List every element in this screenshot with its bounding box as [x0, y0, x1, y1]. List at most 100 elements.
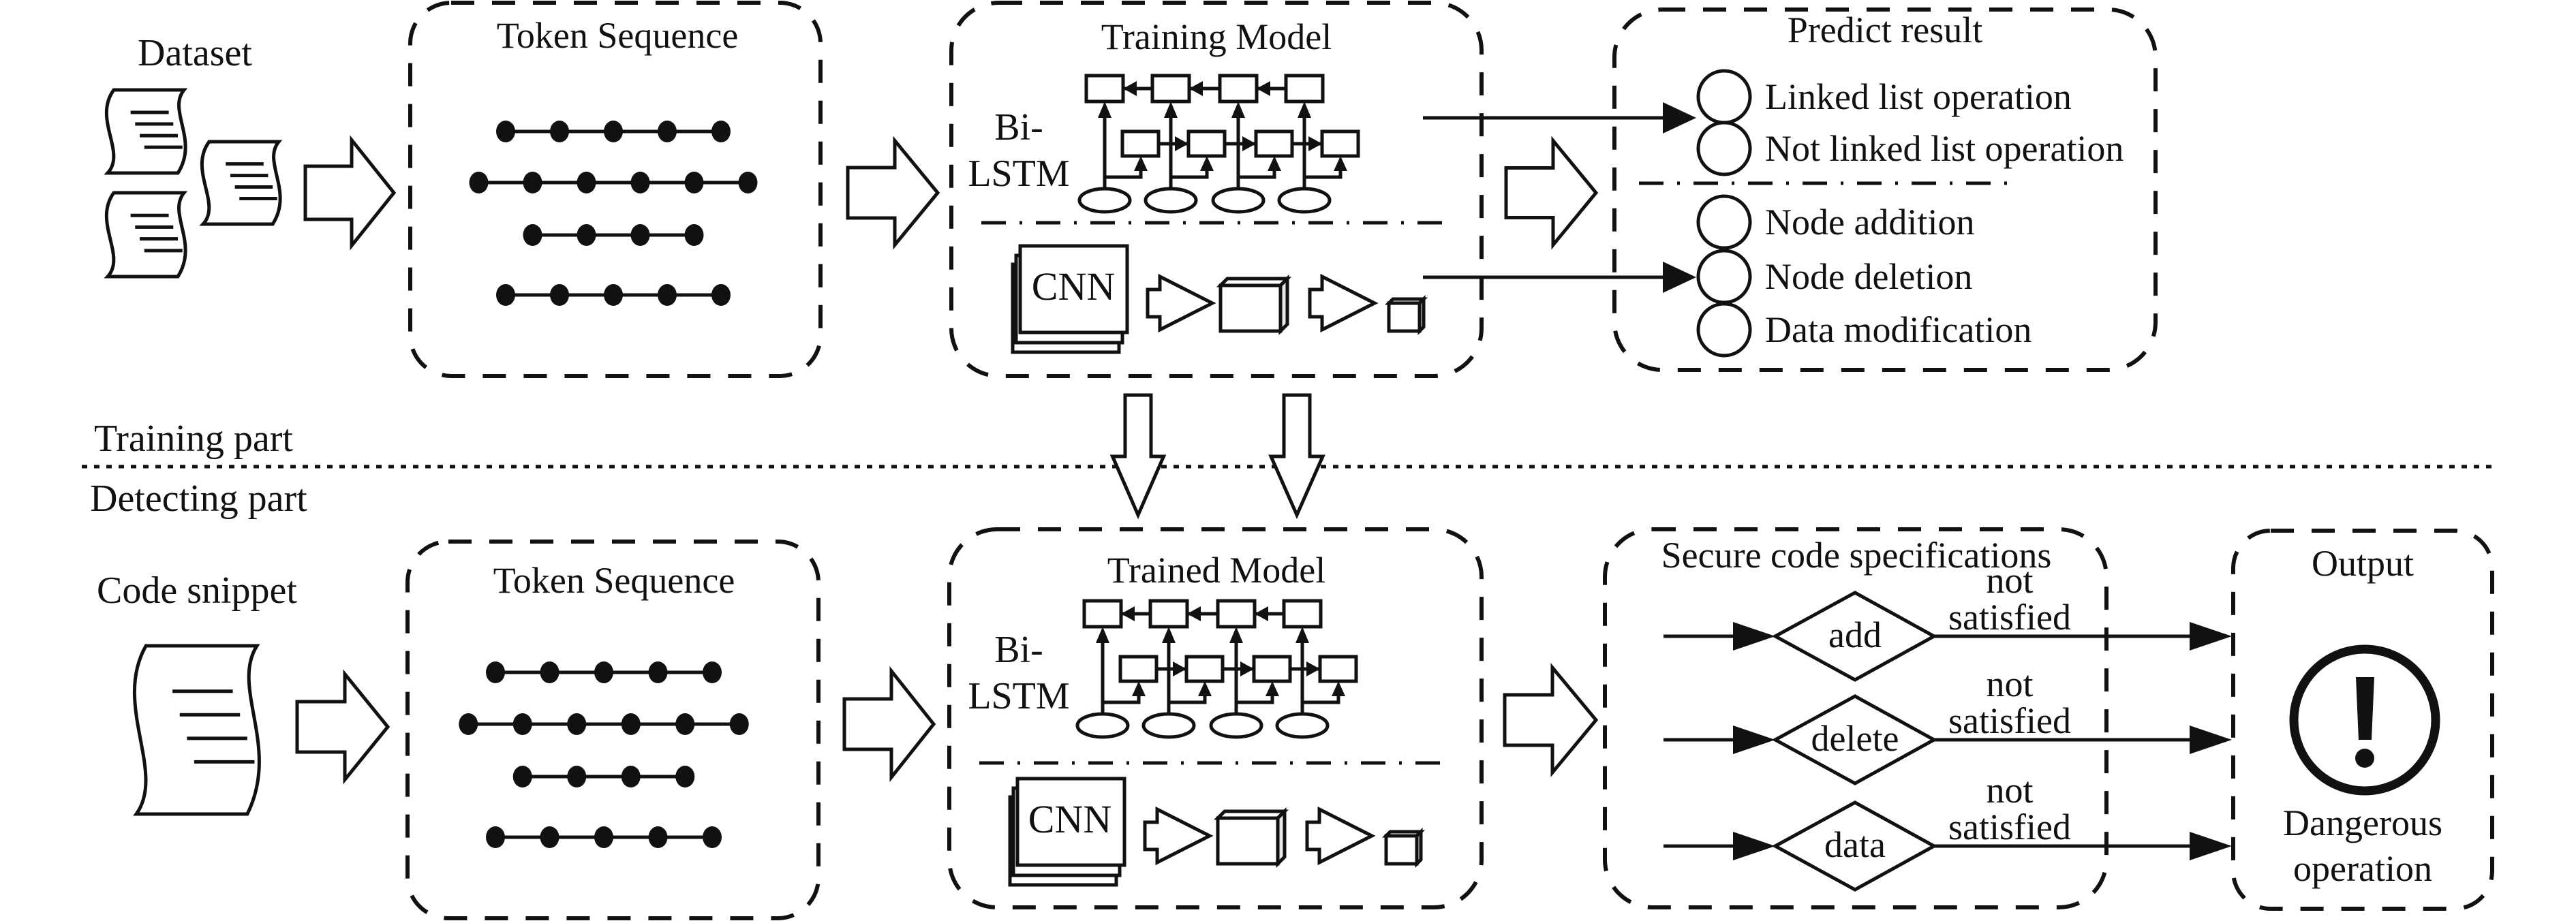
training-bilstm-label-1: Bi- [994, 106, 1043, 149]
token-dot [729, 713, 749, 735]
block-arrow-down [1268, 393, 1325, 520]
token-dot [496, 121, 515, 142]
training-token-title: Token Sequence [497, 15, 739, 56]
token-row [469, 172, 758, 193]
detecting-token-box: Token Sequence [405, 540, 821, 920]
small-block-arrow [1308, 273, 1379, 333]
forward-lstm-cell [1184, 655, 1225, 683]
backward-lstm-cell [1282, 599, 1323, 629]
arrowhead-up [1298, 102, 1311, 118]
block-arrow-down [1109, 393, 1167, 520]
token-dot [711, 284, 731, 306]
token-dot [550, 284, 569, 306]
arrowhead-right [1308, 136, 1322, 151]
detecting-bilstm-label-1: Bi- [994, 629, 1043, 671]
token-row [496, 284, 731, 306]
arrowhead-left [1187, 606, 1201, 621]
block-arrow-right [295, 669, 390, 785]
result-class-node [1696, 121, 1752, 176]
block-arrow-right [1504, 136, 1599, 250]
training-bilstm-label-2: LSTM [968, 153, 1069, 195]
spec-result-arrowhead [2190, 725, 2232, 754]
training-token-rows [469, 121, 758, 306]
dataset-document-icon [104, 88, 188, 175]
dataset-label: Dataset [138, 32, 252, 74]
trained-model-title: Trained Model [1107, 550, 1326, 591]
arrowhead-right [1240, 661, 1254, 676]
output-cube-front [1384, 834, 1419, 866]
spec-result-label-2: satisfied [1948, 700, 2071, 741]
warning-bar [2356, 677, 2374, 740]
arrowhead-up [1332, 681, 1345, 696]
detecting-part-label: Detecting part [90, 478, 307, 520]
token-dot [604, 121, 623, 142]
arrowhead-up [1164, 102, 1178, 118]
training-model-title: Training Model [1101, 16, 1332, 57]
forward-branch [1302, 695, 1340, 704]
forward-lstm-cell [1318, 655, 1358, 683]
token-dot [496, 284, 515, 306]
token-dot [738, 172, 758, 193]
token-dot [512, 766, 532, 787]
block-arrow-snippet-to-tokens [295, 669, 390, 785]
dataset-document-icon [104, 191, 188, 279]
forward-branch [1105, 170, 1143, 179]
predict-result-item: Linked list operation [1696, 69, 2072, 125]
small-block-arrow [1146, 273, 1216, 333]
predict-result-label: Node addition [1765, 202, 1974, 243]
detecting-token-box-border [405, 540, 821, 920]
result-class-node [1696, 249, 1752, 305]
predict-result-item: Node deletion [1696, 249, 1972, 305]
warning-exclamation-icon [2289, 644, 2440, 796]
predict-result-box: Predict result Linked list operationNot … [1612, 7, 2158, 372]
input-embedding-node [1211, 187, 1266, 214]
backward-lstm-cell [1216, 599, 1257, 629]
predict-result-item: Data modification [1696, 302, 2031, 358]
feature-map-sheet [1015, 777, 1126, 867]
spec-check-rows: addnotsatisfieddeletenotsatisfieddatanot… [1663, 560, 2232, 892]
arrowhead-right [1175, 136, 1189, 151]
document-outline [199, 140, 283, 226]
forward-lstm-cell [1254, 129, 1294, 158]
detecting-bilstm-label-2: LSTM [968, 675, 1069, 717]
arrowhead-up [1198, 681, 1212, 696]
forward-branch [1171, 170, 1209, 179]
forward-lstm-cell [1252, 655, 1292, 683]
token-dot [523, 172, 542, 193]
backward-lstm-cell [1084, 74, 1125, 104]
block-arrow-right [842, 666, 936, 783]
token-dot [486, 826, 505, 848]
token-dot [630, 224, 650, 246]
token-dot [621, 713, 641, 735]
arrowhead-right [1306, 661, 1320, 676]
token-dot [684, 172, 704, 193]
token-dot [604, 284, 623, 306]
dataset-documents [104, 88, 283, 279]
secure-code-spec-title: Secure code specifications [1661, 535, 2052, 576]
token-dot [577, 172, 596, 193]
feature-cube-front [1216, 816, 1280, 866]
input-embedding-node [1075, 712, 1130, 739]
result-class-node [1696, 69, 1752, 125]
spec-result-label-1: not [1986, 560, 2033, 601]
predict-result-label: Data modification [1765, 309, 2031, 350]
detecting-token-rows [459, 661, 749, 848]
document-outline [132, 644, 261, 816]
warning-dot [2355, 749, 2374, 768]
block-arrow-right [303, 135, 397, 251]
arrowhead-up [1096, 627, 1109, 643]
arrowhead-left [1255, 606, 1268, 621]
detecting-cnn-pipeline [1008, 777, 1426, 887]
backward-lstm-cell [1150, 74, 1191, 104]
arrowhead-left [1123, 81, 1137, 96]
training-token-box-border [408, 1, 823, 378]
backward-lstm-cell [1082, 599, 1123, 629]
token-dot [550, 121, 569, 142]
dataset-document-icon [199, 140, 283, 226]
arrowhead-right [1173, 661, 1186, 676]
training-model-box: Training Model Bi- LSTM CNN [949, 1, 1484, 378]
token-dot [486, 661, 505, 683]
warning-circle [2289, 644, 2440, 796]
detecting-token-title: Token Sequence [493, 560, 735, 601]
forward-lstm-cell [1320, 129, 1360, 158]
